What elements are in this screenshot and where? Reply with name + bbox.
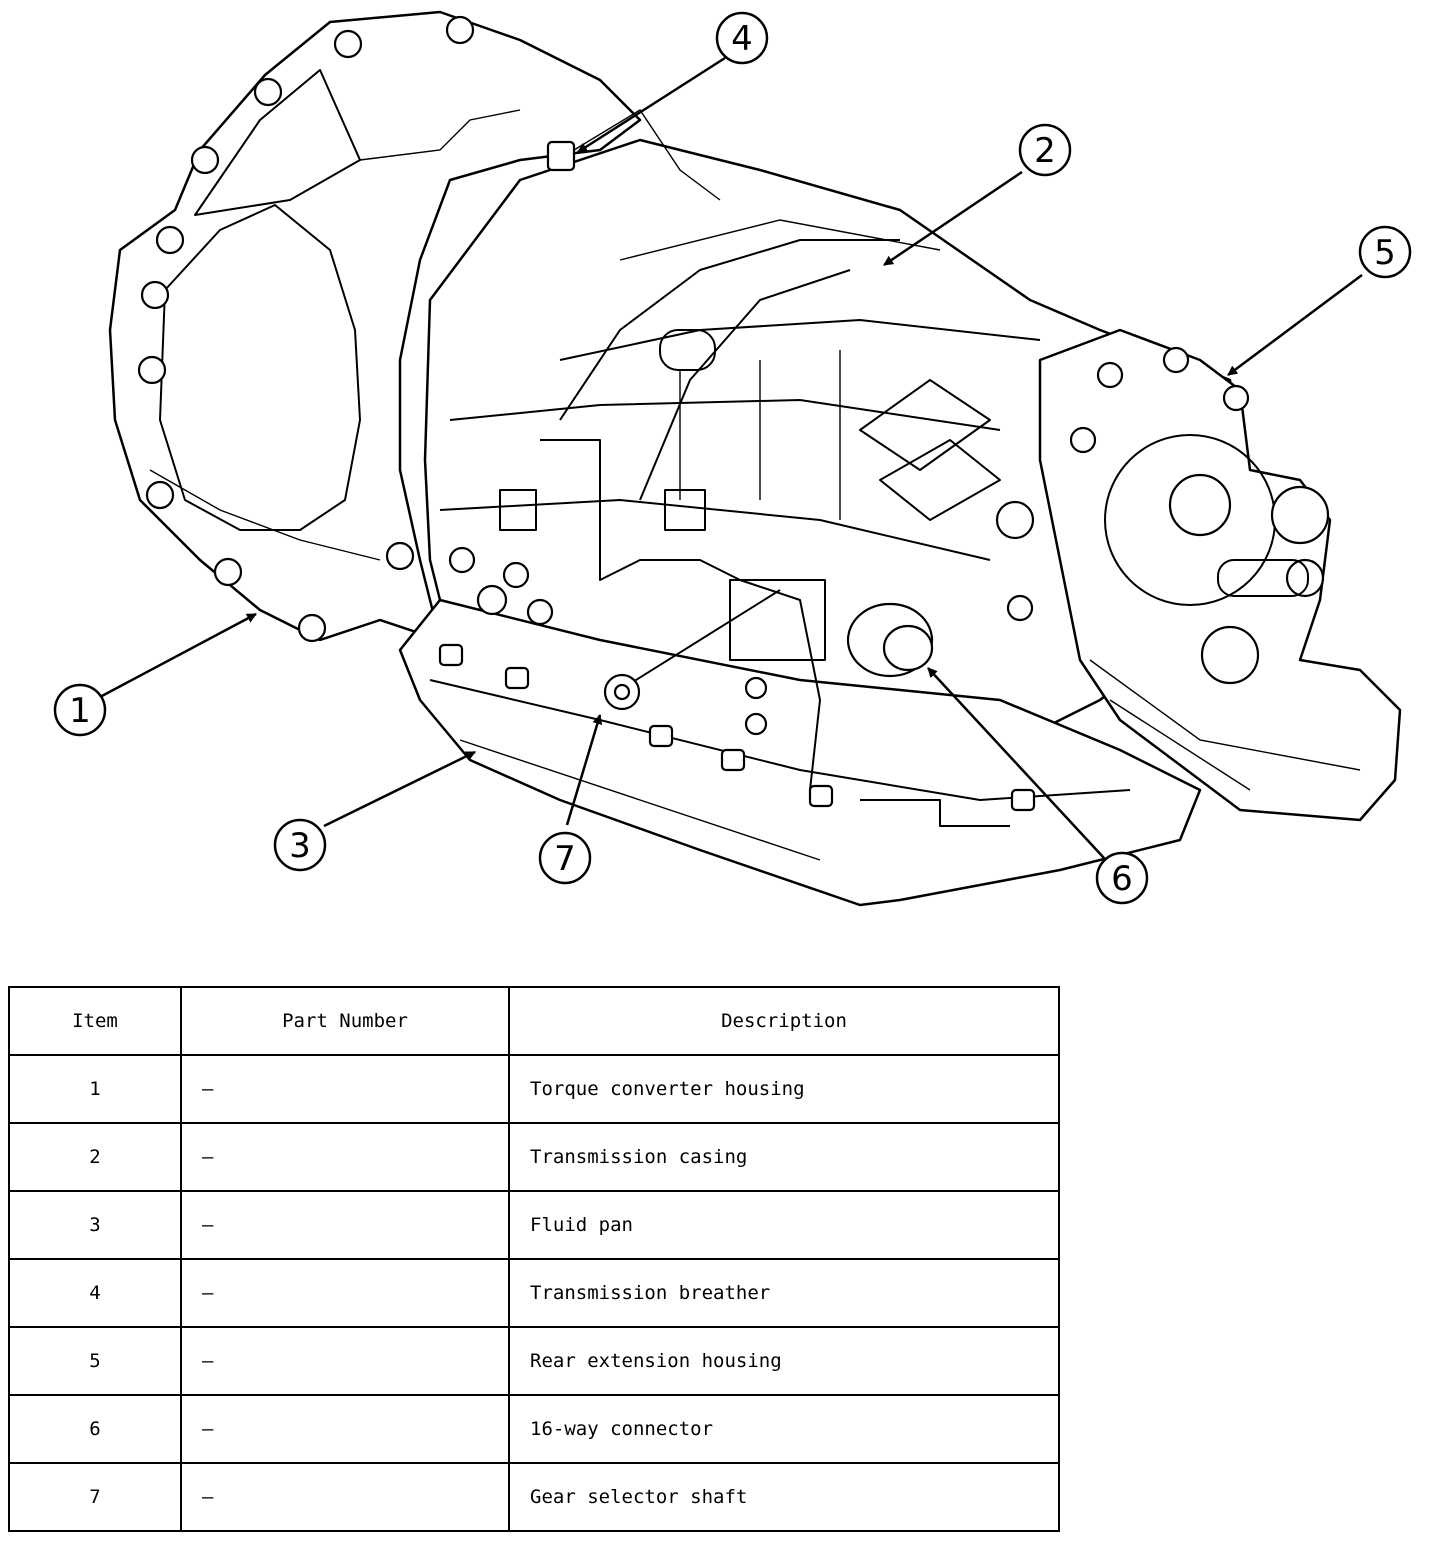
callout-2: 2 [1018, 123, 1072, 177]
row-part-number: — [180, 1258, 510, 1328]
table-row: 5 — Rear extension housing [8, 1326, 1060, 1396]
row-part-number: — [180, 1190, 510, 1260]
parts-table: Item Part Number Description 1 — Torque … [8, 986, 1060, 1532]
row-description: Fluid pan [508, 1190, 1060, 1260]
table-row: 1 — Torque converter housing [8, 1054, 1060, 1124]
table-row: 7 — Gear selector shaft [8, 1462, 1060, 1532]
row-part-number: — [180, 1122, 510, 1192]
callout-4: 4 [715, 11, 769, 65]
transmission-breather [546, 109, 721, 201]
selector-bracket [448, 439, 826, 791]
callout-6: 6 [1095, 851, 1149, 905]
row-description: 16-way connector [508, 1394, 1060, 1464]
table-row: 2 — Transmission casing [8, 1122, 1060, 1192]
row-item: 4 [8, 1258, 182, 1328]
row-item: 7 [8, 1462, 182, 1532]
table-header-row: Item Part Number Description [8, 986, 1060, 1056]
table-row: 6 — 16-way connector [8, 1394, 1060, 1464]
header-part-number: Part Number [180, 986, 510, 1056]
row-item: 3 [8, 1190, 182, 1260]
table-row: 4 — Transmission breather [8, 1258, 1060, 1328]
row-item: 1 [8, 1054, 182, 1124]
callout-5-label: 5 [1374, 233, 1396, 273]
callout-4-label: 4 [731, 19, 753, 59]
header-description: Description [508, 986, 1060, 1056]
row-part-number: — [180, 1054, 510, 1124]
callout-2-label: 2 [1034, 131, 1056, 171]
header-item: Item [8, 986, 182, 1056]
callout-1: 1 [53, 683, 107, 737]
callout-7-label: 7 [554, 839, 576, 879]
row-part-number: — [180, 1394, 510, 1464]
transmission-diagram: 1 2 3 4 5 6 7 [53, 10, 1412, 907]
row-description: Rear extension housing [508, 1326, 1060, 1396]
row-part-number: — [180, 1462, 510, 1532]
row-description: Transmission casing [508, 1122, 1060, 1192]
leader-lines [99, 56, 1363, 859]
callout-1-label: 1 [69, 691, 91, 731]
torque-converter-housing [108, 10, 642, 643]
row-item: 5 [8, 1326, 182, 1396]
row-description: Gear selector shaft [508, 1462, 1060, 1532]
gear-selector-shaft [603, 589, 781, 711]
row-item: 2 [8, 1122, 182, 1192]
table-row: 3 — Fluid pan [8, 1190, 1060, 1260]
callout-7: 7 [538, 831, 592, 885]
rear-extension-housing [1038, 328, 1402, 822]
row-part-number: — [180, 1326, 510, 1396]
sixteen-way-connector [846, 602, 934, 678]
callout-6-label: 6 [1111, 859, 1133, 899]
row-description: Transmission breather [508, 1258, 1060, 1328]
row-description: Torque converter housing [508, 1054, 1060, 1124]
callout-3: 3 [273, 818, 327, 872]
row-item: 6 [8, 1394, 182, 1464]
callout-5: 5 [1358, 225, 1412, 279]
callout-3-label: 3 [289, 826, 311, 866]
